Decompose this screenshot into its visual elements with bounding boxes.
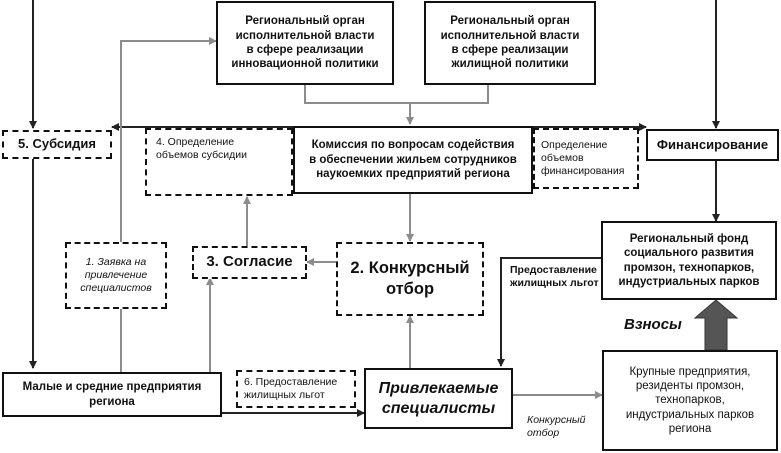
regional-fund-box: Региональный фонд социального развития п… bbox=[601, 221, 777, 300]
application-box: 1. Заявка на привлечение специалистов bbox=[65, 242, 167, 309]
consent-box: 3. Согласие bbox=[192, 246, 307, 279]
arrow-fund-to-specialists bbox=[497, 257, 601, 367]
housing-benefits-6-box: 6. Предоставление жилищных льгот bbox=[236, 370, 356, 408]
specialists-box: Привлекаемые специалисты bbox=[364, 368, 513, 429]
contributions-arrow bbox=[693, 299, 739, 351]
large-enterprises-box: Крупные предприятия, резиденты промзон, … bbox=[602, 350, 778, 451]
competitive-selection-label: Конкурсный отбор bbox=[527, 414, 586, 440]
housing-benefits-label: Предоставление жилищных льгот bbox=[510, 264, 599, 290]
regional-innovation-authority: Региональный орган исполнительной власти… bbox=[216, 1, 394, 85]
connector-authorities-to-commission bbox=[304, 84, 489, 104]
financing-volumes-box: Определение объемов финансирования bbox=[533, 128, 639, 189]
arrow-sme-to-innovation-authority bbox=[120, 37, 217, 372]
subsidy-box: 5. Субсидия bbox=[2, 130, 112, 159]
sme-box: Малые и средние предприятия региона bbox=[2, 372, 222, 417]
regional-housing-authority: Региональный орган исполнительной власти… bbox=[424, 1, 596, 85]
financing-box: Финансирование bbox=[646, 129, 779, 161]
subsidy-volumes-box: 4. Определение объемов субсидии bbox=[145, 128, 293, 196]
commission-box: Комиссия по вопросам содействия в обеспе… bbox=[293, 126, 533, 194]
competitive-selection-box: 2. Конкурсный отбор bbox=[336, 242, 484, 316]
contributions-label: Взносы bbox=[624, 316, 682, 333]
